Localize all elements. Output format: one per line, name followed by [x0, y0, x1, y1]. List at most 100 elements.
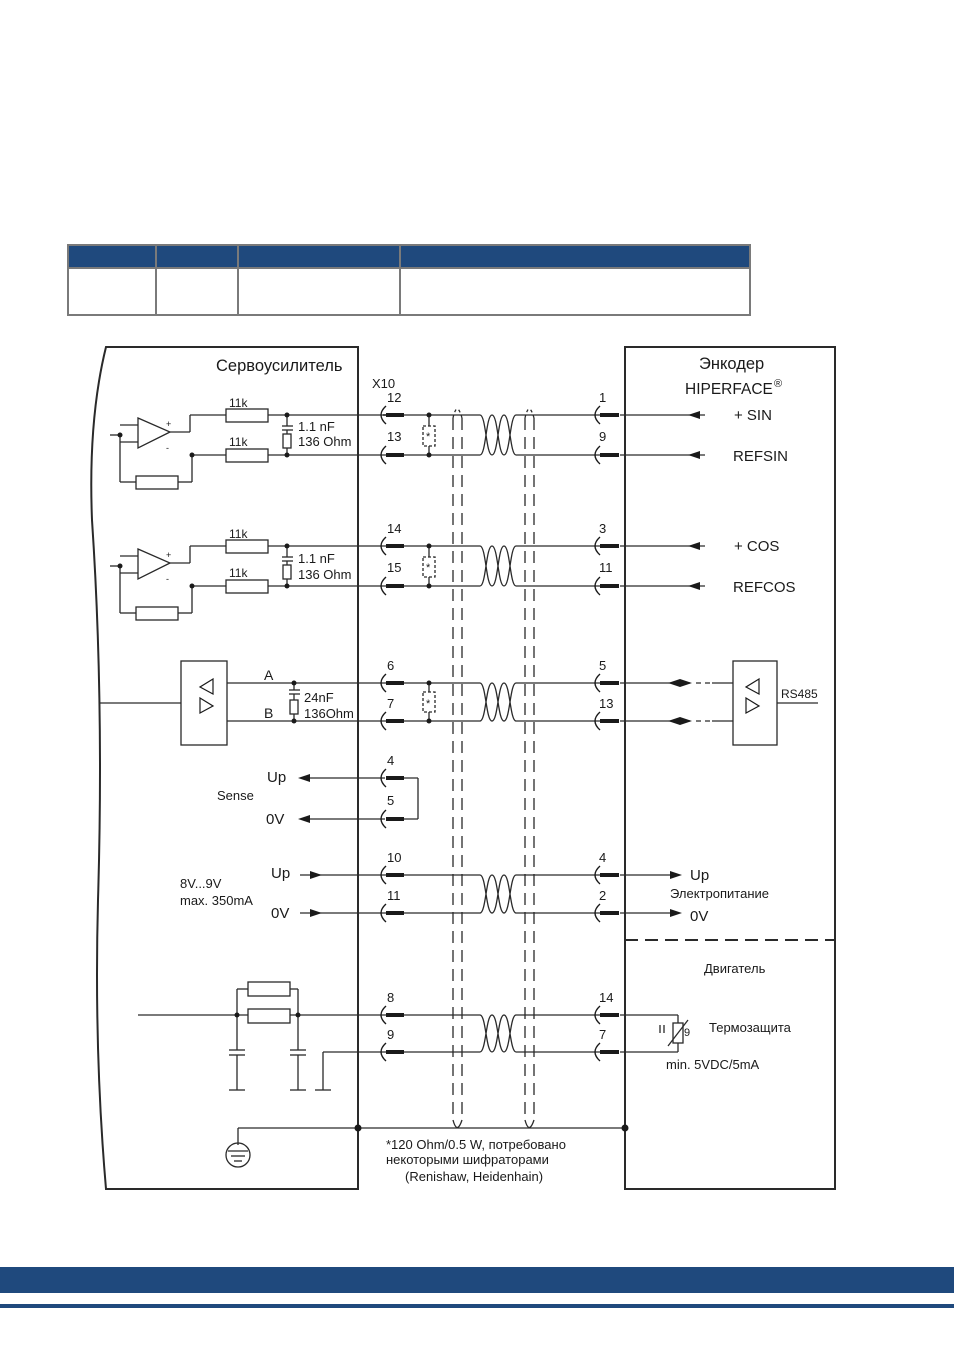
resistor-label: 136 Ohm: [298, 434, 351, 449]
footer-rule: [0, 1304, 954, 1308]
sin-channel: [110, 408, 705, 490]
resistor-label: 11k: [229, 435, 248, 449]
pin-label: 12: [387, 390, 401, 405]
opamp-plus: +: [166, 419, 171, 429]
termination-mark: *: [426, 562, 431, 574]
rs485-transceiver-amp: [180, 660, 228, 746]
opamp-minus: -: [166, 443, 169, 453]
table-cell: [67, 266, 157, 317]
power-zero-label: 0V: [271, 905, 289, 922]
encoder-type: HIPERFACE: [685, 381, 773, 398]
thermal-label: Термозащита: [709, 1020, 792, 1035]
arrow-left-icon: [688, 542, 700, 550]
signal-arrows: [298, 411, 700, 917]
arrow-left-icon: [298, 815, 310, 823]
arrow-left-icon: [688, 582, 700, 590]
resistor-label: 11k: [229, 396, 248, 410]
driver-glyph-icons: [198, 677, 761, 715]
voltage-range: 8V...9V: [180, 876, 222, 891]
arrow-left-icon: [688, 411, 700, 419]
signal-label: + SIN: [734, 407, 772, 424]
ground-icon: [225, 1127, 358, 1168]
line-label: A: [264, 667, 274, 683]
pin-label: 8: [387, 990, 394, 1005]
encoder-title: Энкодер: [699, 355, 764, 373]
pin-label: 4: [387, 753, 394, 768]
pin-label: 10: [387, 850, 401, 865]
pin-label: 7: [387, 696, 394, 711]
junction-dots: [117, 412, 629, 1132]
motor-thermal-wires: [138, 981, 689, 1091]
amplifier-box: [90, 346, 359, 1190]
pin-label: 11: [599, 560, 613, 575]
resistor-label: 11k: [229, 527, 248, 541]
table-cell: [399, 266, 751, 317]
power-up-out: Up: [690, 867, 709, 884]
table-cell: [237, 266, 401, 317]
rs485-label: RS485: [781, 687, 818, 701]
arrow-right-icon: [310, 909, 322, 917]
capacitor-label: 1.1 nF: [298, 419, 335, 434]
table-row: [67, 266, 751, 317]
pin-label: 5: [599, 658, 606, 673]
pin-label: 13: [599, 696, 613, 711]
signal-label: + COS: [734, 538, 779, 555]
power-zero-out: 0V: [690, 908, 708, 925]
resistor-label: 136Ohm: [304, 706, 354, 721]
power-up-label: Up: [271, 865, 290, 882]
power-label: Электропитание: [670, 886, 769, 901]
pin-label: 2: [599, 888, 606, 903]
arrow-left-icon: [688, 451, 700, 459]
pin-label: 15: [387, 560, 401, 575]
line-label: B: [264, 705, 273, 721]
resistor-label: 136 Ohm: [298, 567, 351, 582]
sensor-pin-label: 9: [684, 1027, 690, 1039]
pin-label: 5: [387, 793, 394, 808]
table-cell: [155, 266, 239, 317]
table-header-row: [67, 244, 751, 269]
arrow-both-icon: [668, 679, 692, 687]
pin-label: 7: [599, 1027, 606, 1042]
pin-label: 9: [387, 1027, 394, 1042]
table-header-cell: [237, 244, 401, 269]
sense-loop: [310, 777, 419, 820]
table-header-cell: [399, 244, 751, 269]
termination-mark: *: [426, 698, 431, 710]
power-wires: [300, 874, 670, 914]
capacitor-label: 24nF: [304, 690, 334, 705]
encoder-box: [624, 346, 836, 1190]
cos-channel: [110, 539, 705, 621]
pin-label: 6: [387, 658, 394, 673]
arrow-right-icon: [670, 871, 682, 879]
motor-title: Двигатель: [704, 961, 766, 976]
header-table: [67, 244, 751, 317]
sense-label: Sense: [217, 788, 254, 803]
arrow-left-icon: [298, 774, 310, 782]
resistor-label: 11k: [229, 566, 248, 580]
pin-label: 14: [387, 521, 401, 536]
current-limit: max. 350mA: [180, 893, 253, 908]
thermal-rating: min. 5VDC/5mA: [666, 1057, 760, 1072]
sense-up-label: Up: [267, 769, 286, 786]
pin-label: 14: [599, 990, 613, 1005]
sense-zero-label: 0V: [266, 811, 284, 828]
arrow-right-icon: [310, 871, 322, 879]
opamp-plus: +: [166, 550, 171, 560]
connector-label: X10: [372, 376, 395, 391]
pin-label: 13: [387, 429, 401, 444]
pin-label: 4: [599, 850, 606, 865]
connector-icons: [380, 405, 619, 1062]
pin-label: 9: [599, 429, 606, 444]
pin-label: 11: [387, 888, 401, 903]
arrow-both-icon: [668, 717, 692, 725]
footnote-line: (Renishaw, Heidenhain): [405, 1169, 543, 1184]
signal-label: REFCOS: [733, 579, 796, 596]
registered-mark: ®: [774, 378, 782, 390]
capacitor-label: 1.1 nF: [298, 551, 335, 566]
footer-bar: [0, 1267, 954, 1293]
cable-shield: [452, 418, 535, 1120]
footnote-line: некоторыми шифраторами: [386, 1152, 549, 1167]
footnote-line: *120 Ohm/0.5 W, потребовано: [386, 1137, 566, 1152]
pin-label: 1: [599, 390, 606, 405]
